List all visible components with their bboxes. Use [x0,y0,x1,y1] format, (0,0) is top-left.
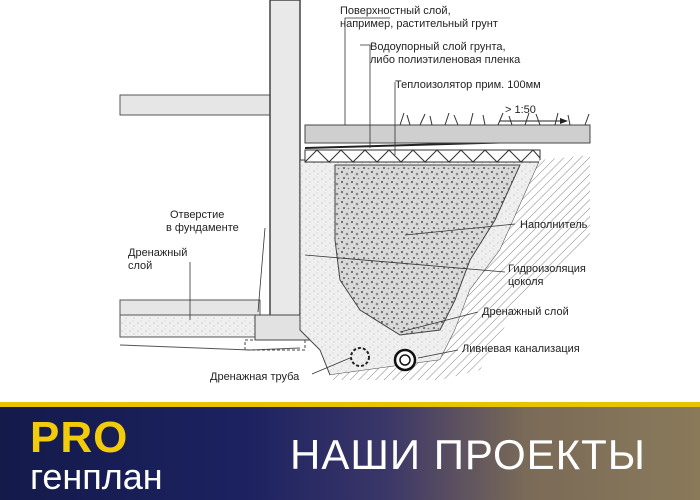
filler-label: Наполнитель [520,219,588,231]
bottom-banner: PRO генплан НАШИ ПРОЕКТЫ [0,402,700,500]
surface-label: Поверхностный слой,например, растительны… [340,5,498,30]
grass [399,112,590,126]
brand-name: генплан [30,456,163,497]
upper-slab [119,94,271,116]
insulation-layer [304,149,541,163]
surface-soil [304,124,591,144]
insulation-label: Теплоизолятор прим. 100мм [395,79,541,91]
slope-arrowhead [560,118,568,124]
drainage-right-label: Дренажный слой [482,306,569,318]
foundation-hole [244,339,306,351]
storm-sewer-pipe [393,348,417,372]
banner-title: НАШИ ПРОЕКТЫ [290,431,646,478]
foundation-wall [269,0,301,331]
storm-sewer-label: Ливневая канализация [462,343,580,355]
natural-soil [330,155,590,380]
ground-surface-left [119,344,301,351]
drainage-section-diagram: Поверхностный слой,например, растительны… [119,0,591,383]
leader-lines [189,17,516,375]
insulation-zigzag [304,149,541,163]
filler-gravel [334,164,521,336]
drain-pipe-label: Дренажная труба [210,371,300,383]
storm-sewer-pipe-inner [399,354,411,366]
brand-pro: PRO [30,413,129,462]
waterproof-label: Водоупорный слой грунта,либо полиэтилено… [370,41,521,66]
slope-label: > 1:50 [505,104,536,116]
drain-pipe [350,347,370,367]
